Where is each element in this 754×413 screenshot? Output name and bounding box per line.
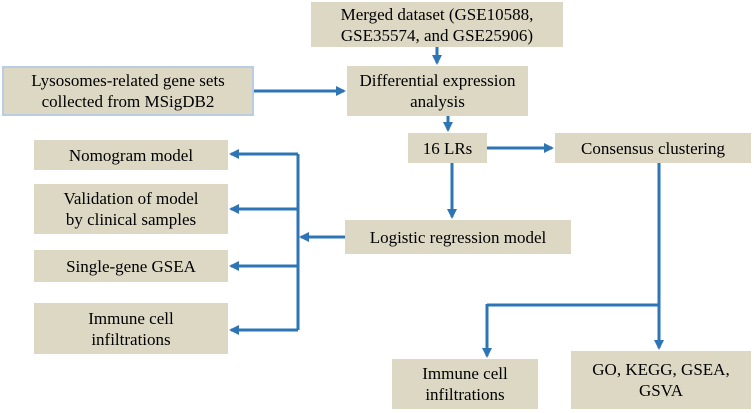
lrs-label: 16 LRs [422,138,473,158]
merged-dataset-box: Merged dataset (GSE10588, GSE35574, and … [311,2,563,47]
immune-left-line-2: infiltrations [91,329,171,349]
lrs-box: 16 LRs [408,133,487,163]
differential-expression-box: Differential expression analysis [347,66,528,116]
immune-left-box: Immune cell infiltrations [34,303,228,354]
single-gene-gsea-label: Single-gene GSEA [66,256,196,276]
logistic-regression-box: Logistic regression model [345,220,571,254]
lysosome-gene-sets-box: Lysosomes-related gene sets collected fr… [2,66,254,116]
single-gene-gsea-box: Single-gene GSEA [34,250,228,282]
merged-dataset-line-1: Merged dataset (GSE10588, [340,4,534,24]
nomogram-label: Nomogram model [68,145,194,165]
consensus-clustering-box: Consensus clustering [555,133,751,163]
enrichment-line-1: GO, KEGG, GSEA, [592,360,730,379]
lysosome-gene-sets-line-1: Lysosomes-related gene sets [31,71,225,90]
nomogram-box: Nomogram model [34,140,228,170]
immune-left-line-1: Immune cell [88,308,174,328]
immune-bottom-line-1: Immune cell [422,364,508,383]
validation-box: Validation of model by clinical samples [34,184,228,234]
differential-expression-line-1: Differential expression [359,71,516,90]
enrichment-line-2: GSVA [638,381,684,400]
validation-line-2: by clinical samples [65,210,197,229]
immune-bottom-box: Immune cell infiltrations [392,359,538,409]
validation-line-1: Validation of model [63,189,199,208]
differential-expression-line-2: analysis [410,92,465,111]
lysosome-gene-sets-line-2: collected from MSigDB2 [41,92,215,111]
enrichment-box: GO, KEGG, GSEA, GSVA [571,351,751,409]
logistic-regression-label: Logistic regression model [369,227,547,247]
merged-dataset-line-2: GSE35574, and GSE25906) [340,25,534,45]
consensus-clustering-label: Consensus clustering [580,138,726,158]
immune-bottom-line-2: infiltrations [425,385,505,404]
